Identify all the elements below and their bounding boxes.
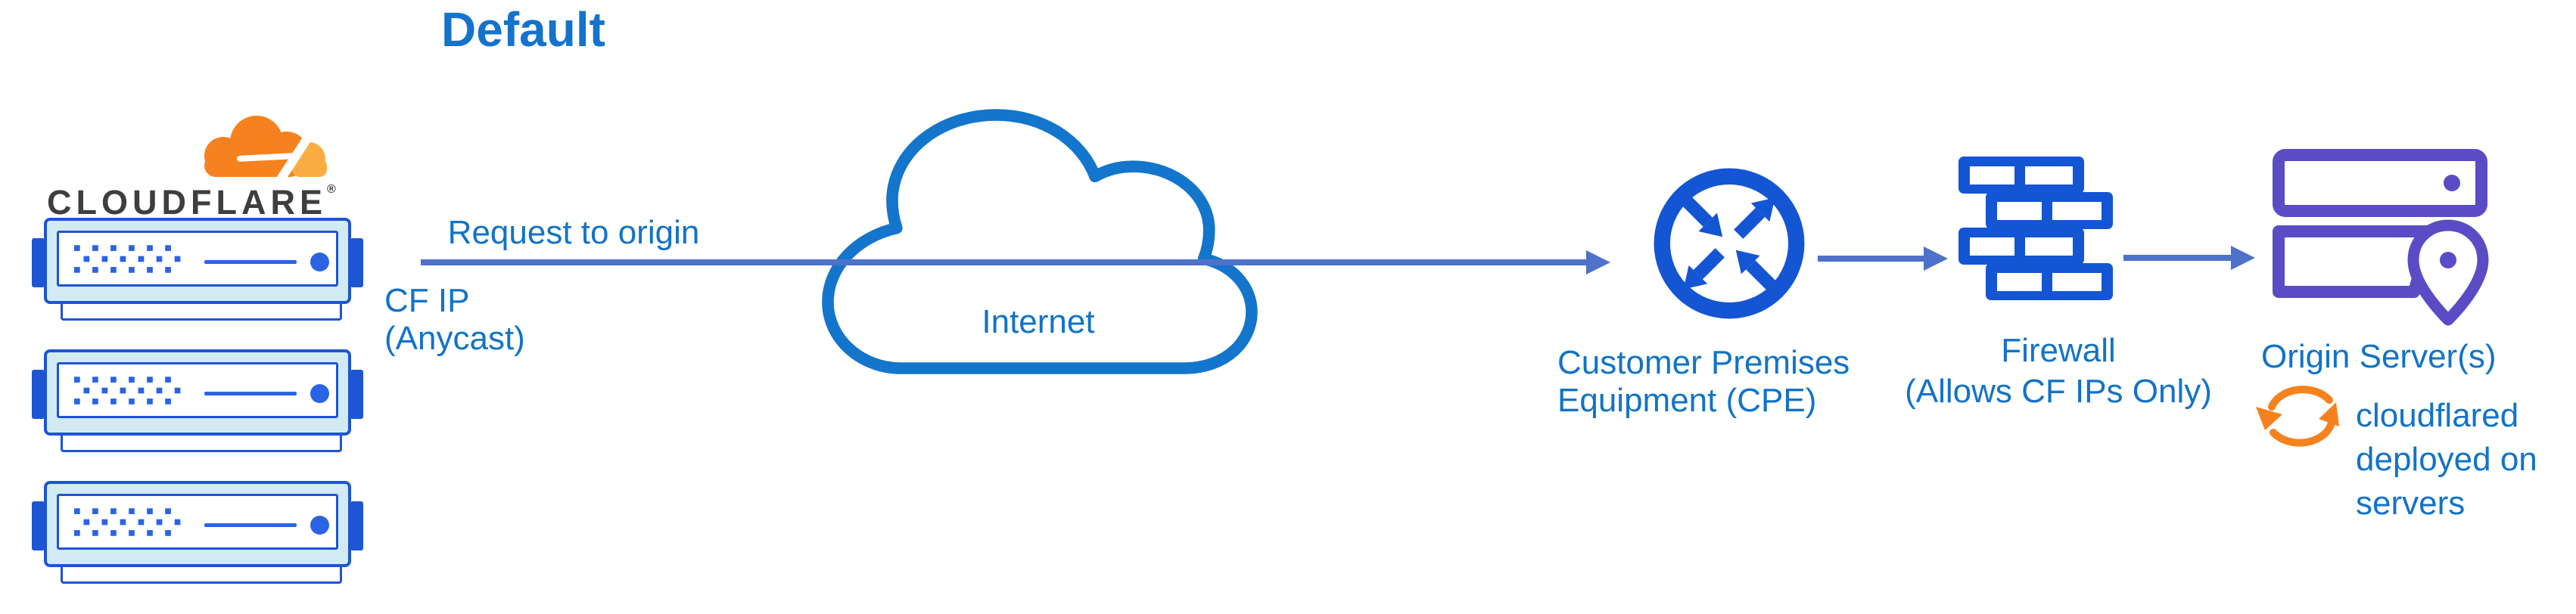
cpe-router-icon: [1654, 168, 1805, 319]
server-led: [310, 253, 329, 271]
server-led: [310, 516, 329, 535]
internet-label: Internet: [982, 303, 1095, 340]
registered-mark: ®: [326, 183, 336, 196]
server-base: [61, 301, 342, 321]
origin-servers-icon: [2273, 149, 2489, 326]
diagram-title: Default: [441, 2, 605, 57]
request-to-origin-label: Request to origin: [447, 214, 700, 251]
server-led: [310, 384, 329, 403]
server-vents-icon: [74, 245, 181, 273]
cloudflare-edge-server-icon: [32, 481, 363, 584]
cloudflare-edge-server-icon: [32, 349, 363, 452]
firewall-icon: [1958, 157, 2113, 300]
server-vents-icon: [74, 377, 181, 405]
cloudflared-sync-icon: [2256, 386, 2339, 447]
internet-cloud-icon: [822, 109, 1258, 374]
origin-servers-label: Origin Server(s): [2261, 338, 2497, 375]
server-vents-icon: [74, 508, 181, 536]
cloudflare-cloud-icon: [204, 116, 327, 180]
cloudflare-edge-server-icon: [32, 218, 363, 321]
cloudflare-wordmark: CLOUDFLARE®: [47, 183, 336, 222]
